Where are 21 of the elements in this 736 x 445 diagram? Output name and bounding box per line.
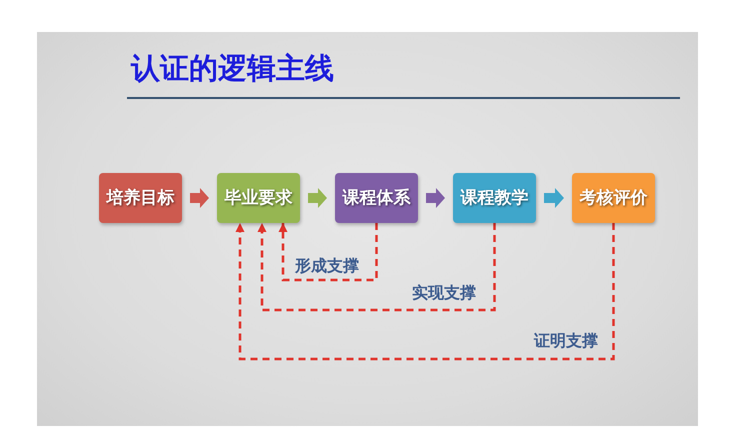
box-label: 考核评价	[580, 187, 648, 209]
dashed-arrow	[236, 223, 615, 360]
block-arrow	[190, 188, 209, 208]
slide-title: 认证的逻辑主线	[131, 50, 334, 86]
dashed-arrow	[258, 223, 496, 312]
block-arrow	[308, 188, 327, 208]
box-label: 培养目标	[106, 187, 174, 209]
process-box	[99, 173, 182, 223]
dashed-arrow	[278, 223, 378, 282]
process-box	[453, 173, 536, 223]
block-arrow	[426, 188, 445, 208]
edge-label: 实现支撑	[412, 283, 476, 303]
process-box	[335, 173, 418, 223]
edge-label: 形成支撑	[295, 256, 359, 276]
block-arrow	[544, 188, 564, 208]
edge-label: 证明支撑	[534, 331, 598, 351]
box-label: 课程教学	[460, 187, 528, 209]
process-box	[572, 173, 655, 223]
box-label: 毕业要求	[224, 187, 292, 209]
box-label: 课程体系	[342, 187, 410, 209]
process-box	[217, 173, 300, 223]
